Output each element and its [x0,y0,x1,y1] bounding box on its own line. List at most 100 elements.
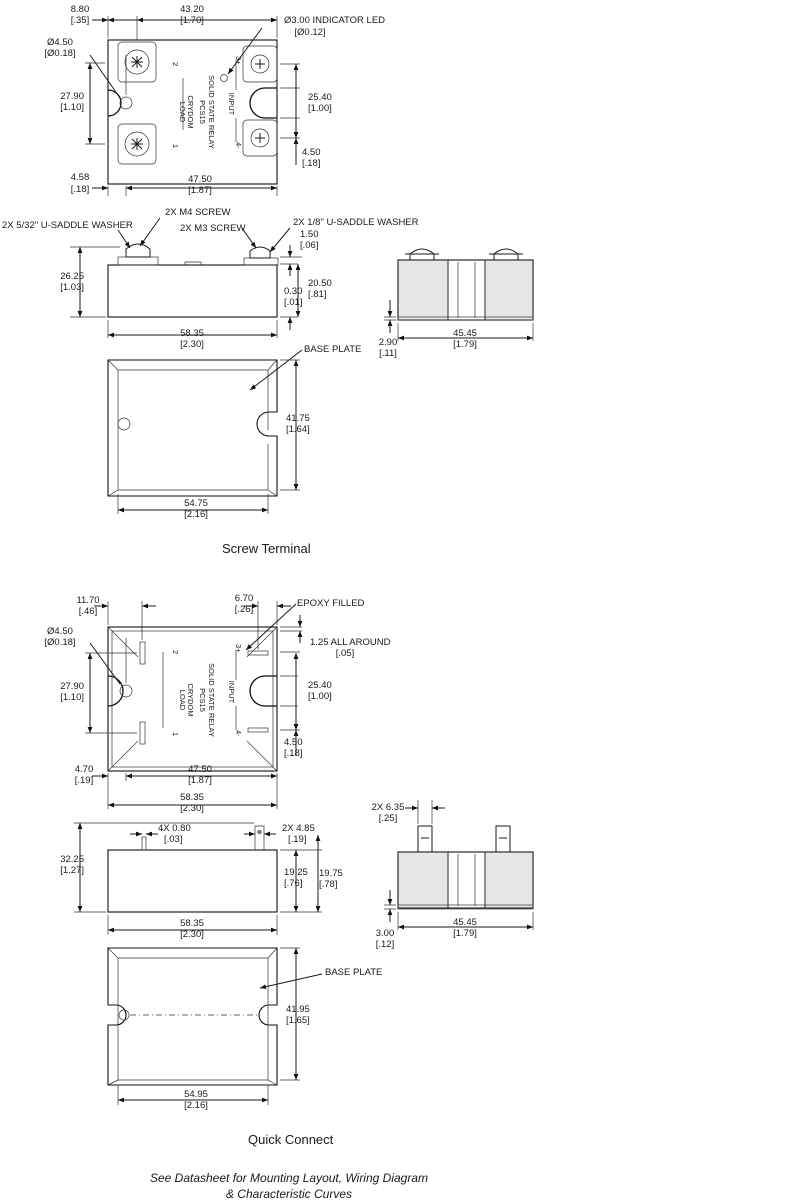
screw-side-d2625in-label: [1.03] [60,282,84,293]
quick-top-d2790in-label: [1.10] [60,692,84,703]
quick-base-label-label: BASE PLATE [325,967,382,978]
quick-side-d1925in-label: [.76] [284,878,303,889]
screw-top-d458-label: 4.58 [71,172,90,183]
quick-top-d4750in-label: [1.87] [188,775,212,786]
quick-top-aroundin-label: [.05] [336,648,355,659]
quick-side-view [107,825,278,913]
quick-top-d5835in-label: [2.30] [180,803,204,814]
quick-top-d2540in-label: [1.00] [308,691,332,702]
screw-side-d030-label: 0.30 [284,286,303,297]
quick-top-d470-label: 4.70 [75,764,94,775]
quick-base-plate-view [107,947,278,1086]
quick-end-view [397,825,534,910]
quick-base-d4195-label: 41.95 [286,1004,310,1015]
screw-base-dimensions: BASE PLATE 41.75 [1.64] 54.75 [2.16] [117,344,361,520]
brand-label: CRYDOM [186,95,195,128]
quick-top-holein-label: [Ø0.18] [44,637,75,648]
screw-top-holein-label: [Ø0.18] [44,48,75,59]
relay_markings-load-label: LOAD [178,690,187,711]
footer-note-line1: See Datasheet for Mounting Layout, Wirin… [150,1171,428,1185]
screw-end-d290in-label: [.11] [379,348,397,359]
relay-type-label: SOLID STATE RELAY [207,75,216,149]
screw-end-dimensions: 2.90 [.11] 45.45 [1.79] [379,300,534,359]
screw-base-d4175-label: 41.75 [286,413,310,424]
screw-top-hole-label: Ø4.50 [47,37,73,48]
quick-end-d300-label: 3.00 [376,928,395,939]
quick-top-markings: LOAD CRYDOM PCS15 SOLID STATE RELAY INPU… [171,644,243,737]
relay_markings-t1-label: 1 [171,732,180,736]
screw-end-d4545-label: 45.45 [453,328,477,339]
screw-top-led-label: Ø3.00 INDICATOR LED [284,15,385,26]
quick-top-d2790-label: 27.90 [60,681,84,692]
quick-connect-caption: Quick Connect [248,1132,334,1147]
screw-base-d4175in-label: [1.64] [286,424,310,435]
screw-side-view [107,243,279,318]
screw-top-dimensions: 8.80 [.35] 43.20 [1.70] Ø3.00 INDICATOR … [44,4,385,196]
screw-end-d4545in-label: [1.79] [453,339,477,350]
screw-top-d880-label: 8.80 [71,4,90,15]
screw-side-m4-label: 2X M4 SCREW [165,207,230,218]
quick-end-d635-label: 2X 6.35 [372,802,405,813]
model-label: PCS15 [198,100,207,124]
quick-side-d1975in-label: [.78] [319,879,338,890]
screw-base-plate [107,359,278,497]
relay_markings-type-label: SOLID STATE RELAY [207,663,216,737]
relay_markings-t2-label: 2 [171,650,180,654]
screw-side-washer532-label: 2X 5/32" U-SADDLE WASHER [2,220,133,231]
quick-side-d1925-label: 19.25 [284,867,308,878]
screw-top-d4320in-label: [1.70] [180,15,204,26]
quick-end-d300in-label: [.12] [376,939,395,950]
screw-side-d2050in-label: [.81] [308,289,327,300]
screw-top-d450-label: 4.50 [302,147,321,158]
screw-base-d5475-label: 54.75 [184,498,208,509]
footer-note-line2: & Characteristic Curves [226,1187,352,1201]
quick-base-plate [107,947,278,1086]
screw-base-d5475in-label: [2.16] [184,509,208,520]
screw-terminal-caption: Screw Terminal [222,541,311,556]
screw-top-d4750-label: 47.50 [188,174,212,185]
screw-top-d2540in-label: [1.00] [308,103,332,114]
terminal-4-label: 4- [234,142,243,149]
quick-end-dimensions: 2X 6.35 [.25] 3.00 [.12] 45.45 [1.79] [372,800,534,950]
quick-base-d4195in-label: [1.65] [286,1015,310,1026]
quick-top-d5835-label: 58.35 [180,792,204,803]
quick-side-d3225-label: 32.25 [60,854,84,865]
screw-side-d2625-label: 26.25 [60,271,84,282]
input-label: INPUT [227,93,236,116]
screw-top-body [107,39,278,185]
quick-top-hole-label: Ø4.50 [47,626,73,637]
quick-top-d450-label: 4.50 [284,737,303,748]
quick-base-d5495in-label: [2.16] [184,1100,208,1111]
screw-top-d458in-label: [.18] [71,184,90,195]
screw-side-m3-label: 2X M3 SCREW [180,223,245,234]
terminal-1-label: 1 [171,144,180,148]
quick-side-d485in-label: [.19] [288,834,307,845]
screw-side-d5835-label: 58.35 [180,328,204,339]
screw-end-d290-label: 2.90 [379,337,398,348]
quick-end-d4545-label: 45.45 [453,917,477,928]
screw-side-body [107,264,278,318]
quick-side-d3225in-label: [1.27] [60,865,84,876]
screw-top-ledin-label: [Ø0.12] [294,27,325,38]
quick-side-body [107,849,278,913]
quick-base-dimensions: BASE PLATE 41.95 [1.65] 54.95 [2.16] [117,947,382,1111]
relay_markings-input-label: INPUT [227,681,236,704]
relay_markings-t4-label: 4- [234,730,243,737]
screw-side-washer18-label: 2X 1/8" U-SADDLE WASHER [293,217,419,228]
screw-top-d2540-label: 25.40 [308,92,332,103]
screw-top-d2790-label: 27.90 [60,91,84,102]
quick-top-d670-label: 6.70 [235,593,254,604]
screw-side-d030in-label: [.01] [284,297,303,308]
quick-side-d1975-label: 19.75 [319,868,343,879]
quick-top-view [107,626,278,772]
screw-top-d450in-label: [.18] [302,158,321,169]
relay_markings-t3-label: 3+ [234,644,243,653]
quick-top-epoxy-label: EPOXY FILLED [297,598,365,609]
quick-top-d4750-label: 47.50 [188,764,212,775]
screw-top-d4320-label: 43.20 [180,4,204,15]
quick-top-d1170in-label: [.46] [79,606,98,617]
quick-top-dimensions: 11.70 [.46] 6.70 [.26] EPOXY FILLED 1.25… [44,593,390,814]
screw-side-d2050-label: 20.50 [308,278,332,289]
terminal-2-label: 2 [171,62,180,66]
